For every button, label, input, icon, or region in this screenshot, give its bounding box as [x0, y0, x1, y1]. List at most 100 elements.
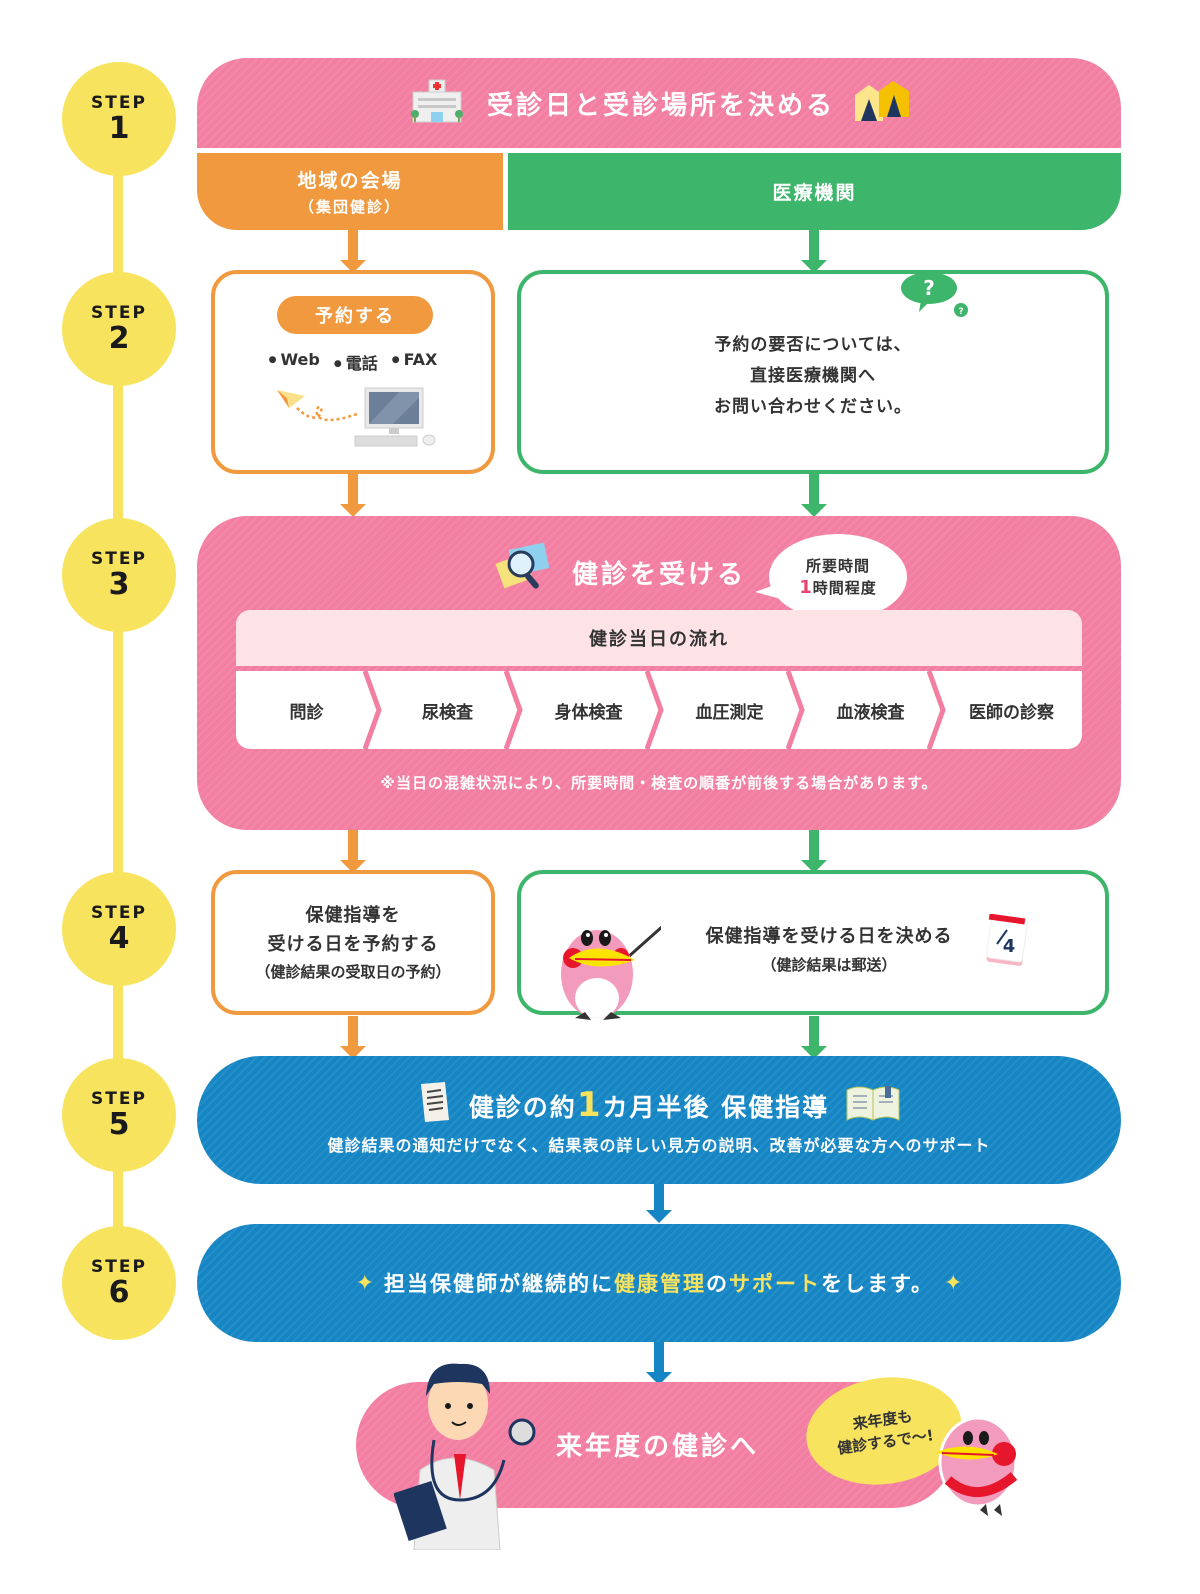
step5-panel: 健診の約1カ月半後 保健指導 健診結果の通知だけでなく、結果表の詳しい見方の説明…	[197, 1056, 1121, 1184]
flow-step: 医師の診察	[941, 671, 1082, 749]
doctor-icon	[393, 1350, 544, 1554]
option-medical-institution: 医療機関	[508, 153, 1121, 230]
inquiry-line: お問い合わせください。	[714, 397, 912, 417]
chevron-right-icon	[786, 671, 805, 749]
decide-guidance-text: 保健指導を受ける日を決める （健診結果は郵送）	[669, 922, 989, 975]
step6-text: 担当保健師が継続的に健康管理のサポートをします。	[384, 1268, 934, 1298]
text-part: をします。	[821, 1272, 934, 1296]
step6-panel: ✦ 担当保健師が継続的に健康管理のサポートをします。 ✦	[197, 1224, 1121, 1342]
option-title: 医療機関	[772, 182, 857, 204]
chevron-right-icon	[927, 671, 946, 749]
step-badge-6: STEP 6	[62, 1226, 176, 1340]
chevron-right-icon	[504, 671, 523, 749]
step-number: 1	[108, 111, 130, 146]
arrow-down-icon	[801, 830, 827, 873]
decide-guidance-sub: （健診結果は郵送）	[761, 956, 897, 974]
step-badge-3: STEP 3	[62, 518, 176, 632]
flow-step: 尿検査	[377, 671, 523, 749]
sparkle-icon: ✦	[355, 1270, 375, 1296]
arrow-down-icon	[646, 1184, 672, 1223]
inquiry-text: 予約の要否については、 直接医療機関へ お問い合わせください。	[521, 330, 1105, 423]
step-label: STEP	[91, 1257, 147, 1277]
step5-title: 健診の約1カ月半後 保健指導	[197, 1080, 1121, 1130]
tent-icon	[853, 81, 913, 125]
question-bubble-icon: ? ?	[897, 270, 969, 326]
step1-header: 受診日と受診場所を決める	[197, 58, 1121, 148]
arrow-down-icon	[801, 230, 827, 273]
step-label: STEP	[91, 549, 147, 569]
step-number: 6	[108, 1275, 130, 1310]
step-number: 2	[108, 321, 130, 356]
step-number: 5	[108, 1107, 130, 1142]
arrow-down-icon	[801, 1016, 827, 1059]
document-icon	[417, 1080, 453, 1130]
step3-panel: 健診を受ける 所要時間 1時間程度 健診当日の流れ 問診 尿検査 身体検査 血圧…	[197, 516, 1121, 830]
duration-number: 1	[799, 577, 813, 598]
text-part: 担当保健師が継続的に	[384, 1272, 615, 1296]
flow-step-label: 尿検査	[422, 702, 473, 723]
decide-guidance-title: 保健指導を受ける日を決める	[705, 926, 953, 947]
chevron-right-icon	[363, 671, 382, 749]
title-part: カ月半後 保健指導	[602, 1093, 830, 1122]
method-web: Web	[269, 350, 319, 374]
arrow-down-icon	[801, 474, 827, 517]
step5-title-text: 健診の約1カ月半後 保健指導	[469, 1085, 829, 1125]
step-label: STEP	[91, 903, 147, 923]
text-highlight: サポート	[729, 1272, 822, 1296]
step1-title: 受診日と受診場所を決める	[486, 90, 835, 121]
arrow-down-icon	[646, 1342, 672, 1385]
duration-value: 1時間程度	[799, 577, 877, 599]
computer-icon	[349, 386, 439, 452]
flow-step-label: 問診	[289, 702, 324, 723]
step2-reservation-box: 予約する Web 電話 FAX	[211, 270, 495, 474]
arrow-down-icon	[340, 230, 366, 273]
arrow-down-icon	[340, 474, 366, 517]
svg-text:?: ?	[923, 276, 935, 300]
svg-text:?: ?	[958, 307, 963, 317]
guidance-line: 受ける日を予約する	[267, 933, 439, 955]
step-badge-2: STEP 2	[62, 272, 176, 386]
option-local-venue: 地域の会場 （集団健診）	[197, 153, 503, 230]
flow-title: 健診当日の流れ	[236, 610, 1082, 666]
step-badge-4: STEP 4	[62, 872, 176, 986]
open-book-icon	[845, 1082, 901, 1128]
text-part: の	[706, 1272, 730, 1296]
step4-reserve-guidance-box: 保健指導を 受ける日を予約する （健診結果の受取日の予約）	[211, 870, 495, 1015]
step4-decide-guidance-box: 保健指導を受ける日を決める （健診結果は郵送） 4	[517, 870, 1109, 1020]
option-title: 地域の会場	[297, 170, 403, 192]
duration-unit: 時間程度	[812, 579, 877, 597]
title-highlight-number: 1	[576, 1085, 603, 1125]
chevron-right-icon	[645, 671, 664, 749]
flow-step: 身体検査	[518, 671, 664, 749]
step3-title: 健診を受ける	[572, 560, 747, 590]
flow-step: 問診	[236, 671, 382, 749]
reserve-button[interactable]: 予約する	[277, 296, 433, 334]
next-year-title: 来年度の健診へ	[556, 1432, 760, 1462]
option-subtitle: （集団健診）	[298, 198, 401, 216]
reservation-methods: Web 電話 FAX	[215, 350, 491, 374]
step-number: 4	[108, 921, 130, 956]
flow-step: 血液検査	[800, 671, 946, 749]
inquiry-line: 直接医療機関へ	[750, 366, 876, 386]
calendar-icon: 4	[985, 913, 1029, 972]
arrow-down-icon	[340, 830, 366, 873]
text-highlight: 健康管理	[614, 1272, 707, 1296]
step-label: STEP	[91, 1089, 147, 1109]
sparkle-icon: ✦	[943, 1270, 963, 1296]
flow-step-label: 身体検査	[554, 702, 623, 723]
hospital-icon	[405, 78, 469, 128]
svg-text:4: 4	[1003, 936, 1016, 957]
duration-label: 所要時間	[805, 557, 870, 575]
inquiry-line: 予約の要否については、	[714, 335, 912, 355]
step-badge-5: STEP 5	[62, 1058, 176, 1172]
step-badge-1: STEP 1	[62, 62, 176, 176]
step-label: STEP	[91, 93, 147, 113]
bird-mascot-icon	[551, 908, 664, 1028]
method-phone: 電話	[334, 350, 378, 374]
title-part: 健診の約	[468, 1093, 577, 1122]
step5-subtitle: 健診結果の通知だけでなく、結果表の詳しい見方の説明、改善が必要な方へのサポート	[327, 1136, 991, 1155]
flow-step-label: 血圧測定	[695, 702, 764, 723]
guidance-sub: （健診結果の受取日の予約）	[255, 962, 451, 981]
timeline-line	[113, 130, 123, 1310]
flow-step: 血圧測定	[659, 671, 805, 749]
